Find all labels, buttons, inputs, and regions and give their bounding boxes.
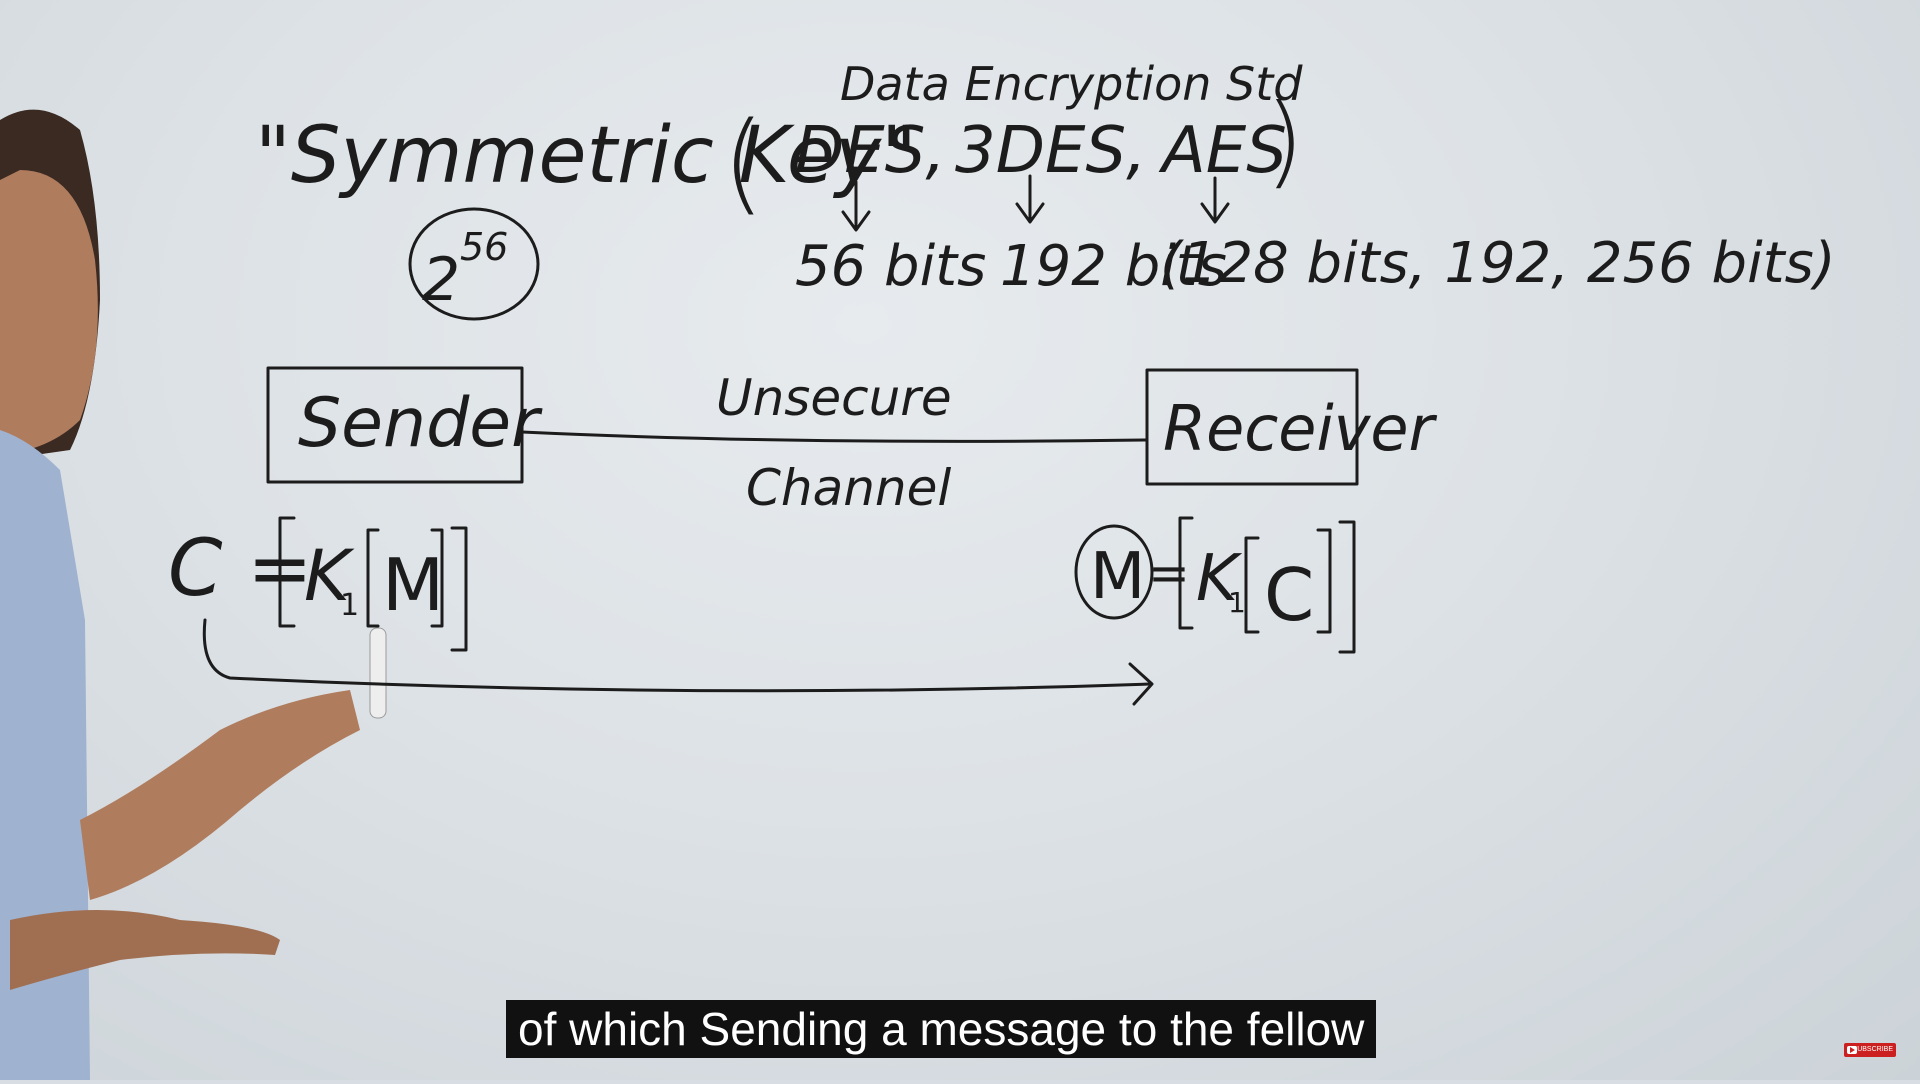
receiver-label: Receiver — [1163, 392, 1438, 465]
decrypt-eq: = — [1148, 544, 1190, 602]
3des-key-size: 192 bits — [1000, 234, 1227, 299]
algorithm-aes: AES — [1158, 114, 1287, 188]
youtube-play-icon — [1847, 1046, 1857, 1054]
encrypt-key-sub: 1 — [340, 588, 359, 623]
encrypt-bracket-outer-open — [278, 516, 296, 628]
channel-label-top: Unsecure — [716, 369, 952, 427]
encrypt-bracket-inner-open — [366, 528, 380, 628]
encryption-formula: C = K 1 M — [168, 516, 468, 652]
decrypt-bracket-inner-close — [1316, 528, 1332, 634]
decrypt-bracket-inner-open — [1244, 536, 1260, 634]
decrypt-circle — [1074, 524, 1154, 620]
decryption-formula: M = K 1 C — [1074, 516, 1356, 654]
decrypt-key-sub: 1 — [1228, 586, 1246, 619]
annotation-data-encryption-std: Data Encryption Std — [840, 57, 1303, 111]
receiver-box — [1145, 368, 1359, 486]
encrypt-lhs: C = — [168, 524, 313, 614]
sender-box — [266, 366, 524, 484]
channel-label-bottom: Channel — [746, 459, 951, 517]
encrypt-key: K — [304, 535, 355, 617]
aes-arrow — [1200, 176, 1230, 224]
des-key-size: 56 bits — [795, 234, 986, 299]
symmetric-key-title: "Symmetric Key" — [255, 111, 917, 201]
marker-pen — [369, 627, 387, 719]
algorithm-des: DES, — [795, 114, 946, 188]
decrypt-lhs: M — [1090, 540, 1145, 614]
sender-label: Sender — [298, 384, 543, 463]
video-subtitle: of which Sending a message to the fellow — [506, 1000, 1377, 1058]
aes-key-sizes: (128 bits, 192, 256 bits) — [1160, 231, 1836, 296]
encrypt-bracket-outer-close — [450, 526, 468, 652]
des-arrow — [841, 180, 871, 232]
unsecure-channel-line — [520, 430, 1149, 443]
decrypt-bracket-outer-open — [1178, 516, 1194, 630]
presenter — [0, 109, 387, 1080]
decrypt-arg: C — [1264, 553, 1314, 637]
subscribe-label: SUBSCRIBE — [1852, 1046, 1893, 1053]
encrypt-arg: M — [382, 543, 444, 627]
key-space-circle — [408, 207, 540, 321]
key-space-base: 2 — [422, 245, 460, 315]
transmission-arrow — [202, 618, 1154, 706]
3des-arrow — [1015, 174, 1045, 224]
algorithm-3des: 3DES, — [955, 114, 1146, 188]
algorithms-paren-open: ( — [722, 98, 765, 226]
algorithms-paren-close: ) — [1265, 82, 1304, 199]
key-space-exponent: 56 — [460, 225, 508, 269]
decrypt-bracket-outer-close — [1338, 520, 1356, 654]
encrypt-bracket-inner-close — [430, 528, 444, 628]
decrypt-key: K — [1196, 542, 1243, 616]
subscribe-watermark[interactable]: SUBSCRIBE — [1844, 1043, 1896, 1057]
